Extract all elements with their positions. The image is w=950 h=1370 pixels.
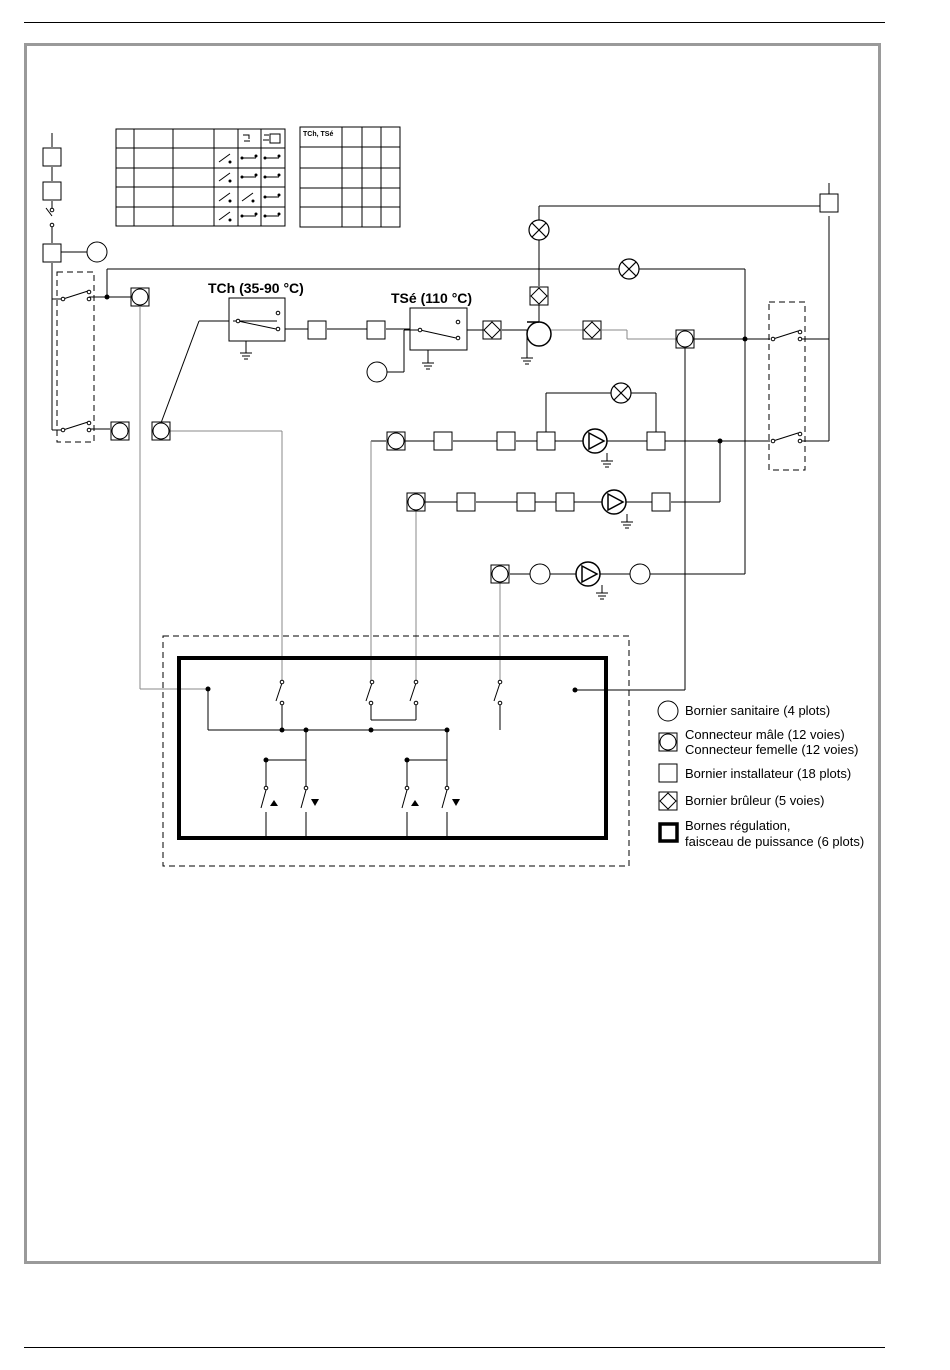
ground-2: [621, 514, 633, 528]
burner-terminal-1: [483, 321, 501, 339]
sanitary-terminal-2: [367, 362, 387, 382]
burner-terminal-3: [530, 287, 548, 305]
ground-1: [601, 453, 613, 467]
legend-circle-icon: [658, 701, 678, 721]
legend-sanitary: Bornier sanitaire (4 plots): [685, 703, 830, 718]
installer-terminal-3: [43, 244, 61, 262]
installer-terminal-12: [517, 493, 535, 511]
connector-6: [407, 493, 425, 511]
tch-thermostat: [229, 298, 285, 359]
installer-terminal-6: [820, 194, 838, 212]
installer-terminal-7: [434, 432, 452, 450]
thermostat-table: [300, 127, 400, 227]
installer-terminal-13: [556, 493, 574, 511]
connector-7: [491, 565, 509, 583]
legend-regulation-2: faisceau de puissance (6 plots): [685, 834, 864, 849]
installer-terminal-8: [497, 432, 515, 450]
burner-terminal-2: [583, 321, 601, 339]
installer-terminal-5: [367, 321, 385, 339]
legend-burner: Bornier brûleur (5 voies): [685, 793, 824, 808]
installer-terminal-11: [457, 493, 475, 511]
legend-connector-icon: [659, 733, 677, 751]
switch-table-symbols: [219, 134, 280, 221]
thermostat-table-header: TCh, TSé: [303, 131, 333, 138]
ground-3: [596, 585, 608, 599]
installer-terminal-9: [537, 432, 555, 450]
legend-diamond-icon: [659, 792, 677, 810]
wires: [46, 133, 829, 690]
indicator-lamp-1: [529, 220, 549, 240]
installer-terminal-4: [308, 321, 326, 339]
legend-male-connector: Connecteur mâle (12 voies): [685, 727, 845, 742]
connector-1: [131, 288, 149, 306]
pump-2: [602, 490, 626, 514]
switch-table: [116, 129, 285, 226]
fan-motor: [521, 322, 551, 364]
legend-female-connector: Connecteur femelle (12 voies): [685, 742, 858, 757]
installer-terminal-1: [43, 148, 61, 166]
indicator-lamp-3: [611, 383, 631, 403]
installer-terminal-14: [652, 493, 670, 511]
legend-thick-square-icon: [660, 824, 677, 841]
legend-installer: Bornier installateur (18 plots): [685, 766, 851, 781]
tse-thermostat: [387, 308, 467, 372]
indicator-lamp-2: [619, 259, 639, 279]
connector-4: [676, 330, 694, 348]
sanitary-terminal-4: [630, 564, 650, 584]
tch-label: TCh (35-90 °C): [208, 280, 304, 296]
legend-square-icon: [659, 764, 677, 782]
pump-1: [583, 429, 607, 453]
legend-regulation-1: Bornes régulation,: [685, 818, 791, 833]
installer-terminal-10: [647, 432, 665, 450]
sanitary-terminal-1: [87, 242, 107, 262]
installer-terminal-2: [43, 182, 61, 200]
tse-label: TSé (110 °C): [391, 290, 472, 306]
sanitary-terminal-3: [530, 564, 550, 584]
regulation-block: [179, 658, 606, 838]
pump-3: [576, 562, 600, 586]
connector-2: [111, 422, 129, 440]
connector-5: [387, 432, 405, 450]
connector-3: [152, 422, 170, 440]
